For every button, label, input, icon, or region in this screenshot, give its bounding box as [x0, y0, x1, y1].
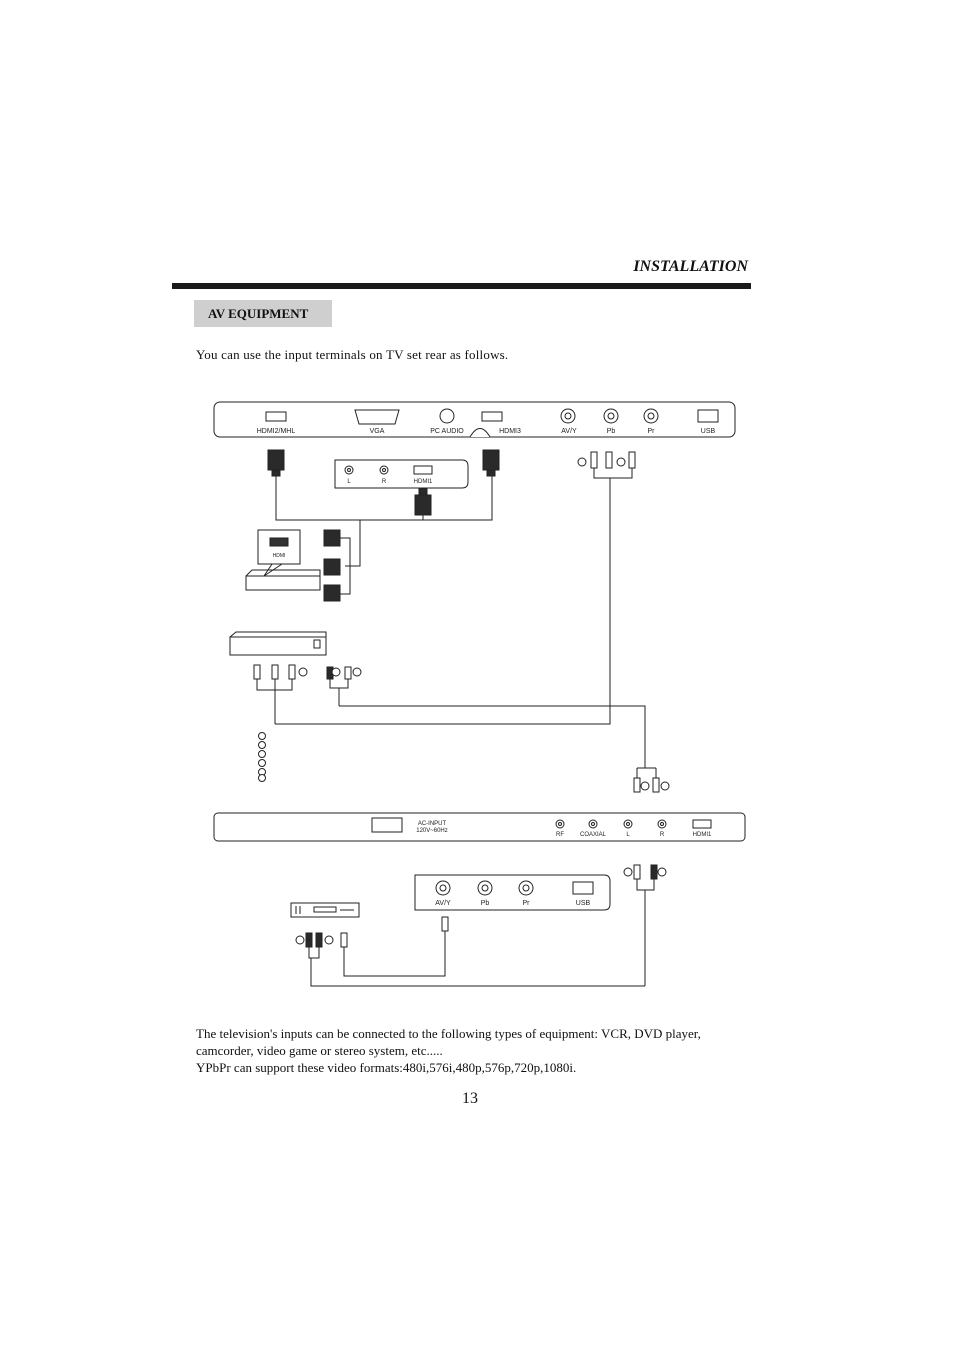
bottom-hdmi1-label: HDMI1 — [693, 832, 712, 838]
pc-audio-label: PC AUDIO — [430, 428, 464, 435]
body-line-3: YPbPr can support these video formats:48… — [196, 1060, 577, 1075]
usb-port-icon — [697, 409, 719, 423]
vcr-plugs — [295, 916, 645, 987]
pb-port-icon — [603, 408, 619, 424]
hdmi-device-label: HDMI — [273, 553, 286, 559]
rf-label: RF — [556, 832, 564, 838]
lower-pr-label: Pr — [523, 900, 531, 907]
hdmi3-port-icon — [481, 411, 503, 422]
page-number: 13 — [462, 1090, 478, 1107]
pr-label: Pr — [648, 428, 656, 435]
component-source-device — [229, 631, 327, 656]
ac-input-icon — [371, 817, 403, 833]
r-label: R — [660, 832, 665, 838]
vga-port-icon — [354, 409, 400, 425]
tv-side-panel: L R HDMI1 — [334, 459, 469, 489]
hdmi-cables — [275, 476, 493, 595]
hdmi-source-device: HDMI — [245, 529, 321, 591]
lower-usb-label: USB — [576, 900, 591, 907]
pc-audio-port-icon — [439, 408, 455, 424]
audio-plugs-upper — [633, 767, 670, 793]
av-equipment-badge: AV EQUIPMENT — [194, 300, 332, 327]
hdmi3-label: HDMI3 — [499, 428, 521, 435]
side-r-label: R — [382, 479, 387, 485]
header-rule — [172, 283, 751, 289]
side-l-label: L — [347, 479, 351, 485]
l-label: L — [626, 832, 630, 838]
av-cables — [275, 478, 646, 768]
vga-label: VGA — [370, 428, 385, 435]
lower-av-y-label: AV/Y — [435, 900, 451, 907]
tv-rear-top-panel: HDMI2/MHL VGA PC AUDIO HDMI3 AV/Y Pb Pr … — [213, 401, 736, 438]
legend-circles — [258, 732, 266, 782]
av-y-label: AV/Y — [561, 428, 577, 435]
tv-lower-panel: AV/Y Pb Pr USB — [414, 874, 611, 911]
side-hdmi1-label: HDMI1 — [414, 479, 433, 485]
vcr-device — [290, 902, 360, 918]
av-y-port-icon — [560, 408, 576, 424]
av-equipment-label: AV EQUIPMENT — [208, 306, 309, 321]
coaxial-label: COAXIAL — [580, 832, 607, 838]
body-line-2: camcorder, video game or stereo system, … — [196, 1043, 443, 1058]
pr-port-icon — [643, 408, 659, 424]
audio-plugs-lower — [623, 864, 667, 986]
top-rca-plugs — [577, 451, 636, 479]
body-line-1: The television's inputs can be connected… — [196, 1026, 701, 1041]
intro-text: You can use the input terminals on TV se… — [196, 347, 509, 362]
ac-input-label: AC-INPUT — [418, 821, 447, 827]
body-text: The television's inputs can be connected… — [196, 1025, 756, 1076]
section-title: INSTALLATION — [633, 258, 748, 275]
hdmi2-label: HDMI2/MHL — [257, 428, 296, 435]
hdmi2-port-icon — [265, 411, 287, 422]
ac-rating-label: 120V~60Hz — [416, 828, 448, 834]
tv-rear-bottom-panel: AC-INPUT 120V~60Hz RF COAXIAL L R HDMI1 — [213, 812, 746, 842]
lower-pb-label: Pb — [481, 900, 490, 907]
pb-label: Pb — [607, 428, 616, 435]
component-plugs — [253, 664, 362, 724]
usb-label: USB — [701, 428, 716, 435]
